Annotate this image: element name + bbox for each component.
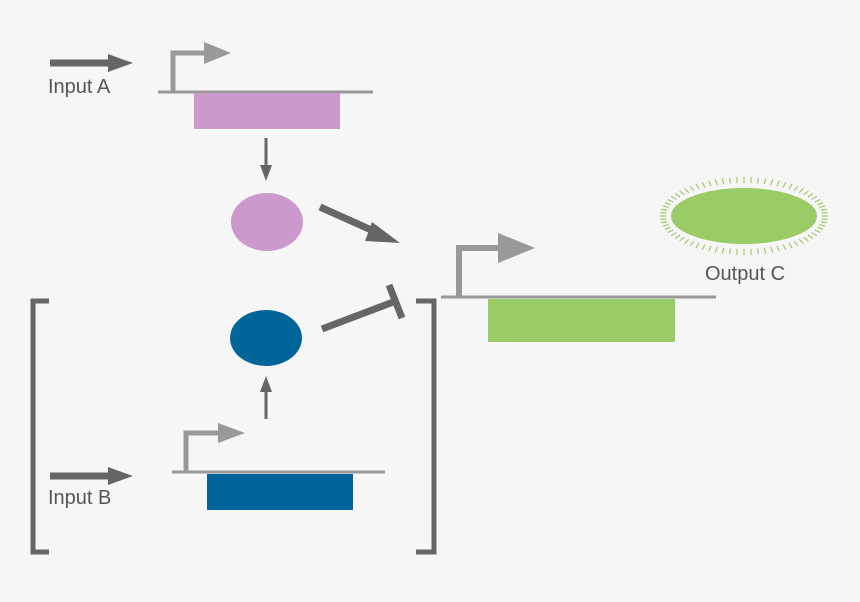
- glow-ray: [793, 185, 799, 192]
- glow-ray: [811, 195, 818, 201]
- glow-ray: [661, 208, 668, 211]
- glow-ray: [814, 229, 821, 234]
- glow-ray: [763, 247, 767, 254]
- glow-ray: [776, 180, 781, 187]
- protein-b: [230, 310, 302, 366]
- glow-ray: [728, 248, 732, 255]
- activation-arrow-icon: [318, 203, 400, 243]
- glow-ray: [667, 229, 674, 234]
- glow-ray: [820, 221, 827, 224]
- glow-ray: [750, 177, 752, 184]
- glow-ray: [736, 177, 738, 184]
- input-a-label: Input A: [48, 76, 111, 98]
- glow-ray: [689, 240, 695, 247]
- glow-ray: [684, 238, 690, 245]
- glow-ray: [689, 185, 695, 192]
- translation-arrow-b-icon: [260, 376, 272, 419]
- glow-ray: [817, 202, 824, 206]
- glow-ray: [821, 212, 828, 214]
- gene-b-promoter-arrow-icon: [183, 423, 245, 472]
- output-c-ellipse: [671, 188, 817, 244]
- glow-ray: [763, 178, 767, 185]
- glow-ray: [701, 181, 706, 188]
- glow-ray: [670, 231, 677, 237]
- glow-ray: [782, 244, 787, 251]
- gene-b: [172, 423, 385, 510]
- glow-ray: [793, 240, 799, 247]
- glow-ray: [770, 246, 774, 253]
- glow-ray: [770, 179, 774, 186]
- glow-ray: [721, 247, 725, 254]
- glow-ray: [664, 226, 671, 230]
- gene-a-promoter-arrow-icon: [170, 42, 231, 92]
- glow-ray: [782, 181, 787, 188]
- glow-ray: [814, 198, 821, 203]
- glow-ray: [807, 234, 814, 239]
- glow-ray: [664, 202, 671, 206]
- glow-ray: [788, 183, 793, 190]
- glow-ray: [662, 223, 669, 227]
- glow-ray: [695, 183, 700, 190]
- glow-ray: [679, 236, 685, 242]
- glow-ray: [750, 248, 752, 255]
- glow-ray: [803, 236, 809, 242]
- glow-ray: [707, 245, 712, 252]
- input-b-group: Input B: [48, 467, 133, 509]
- glow-ray: [820, 208, 827, 211]
- translation-arrow-a-icon: [260, 138, 272, 181]
- gene-c-coding-block: [488, 299, 675, 342]
- gene-c: [441, 233, 716, 342]
- glow-ray: [674, 234, 681, 239]
- glow-ray: [819, 223, 826, 227]
- output-protein: Output C: [660, 177, 828, 285]
- glow-ray: [803, 190, 809, 196]
- glow-ray: [684, 187, 690, 194]
- glow-ray: [721, 178, 725, 185]
- glow-ray: [660, 218, 667, 220]
- glow-ray: [756, 177, 760, 184]
- gene-c-promoter-arrow-icon: [456, 233, 535, 297]
- glow-ray: [701, 244, 706, 251]
- glow-ray: [714, 179, 718, 186]
- glow-ray: [817, 226, 824, 230]
- glow-ray: [788, 242, 793, 249]
- glow-ray: [776, 245, 781, 252]
- input-b-arrow-icon: [50, 467, 133, 485]
- glow-ray: [662, 205, 669, 209]
- output-c-label: Output C: [705, 263, 785, 285]
- glow-ray: [679, 190, 685, 196]
- glow-ray: [798, 187, 804, 194]
- input-b-label: Input B: [48, 487, 111, 509]
- glow-ray: [714, 246, 718, 253]
- right-bracket: [416, 298, 437, 555]
- protein-a: [231, 193, 303, 251]
- repression-tbar-icon: [320, 283, 406, 333]
- glow-ray: [695, 242, 700, 249]
- glow-ray: [798, 238, 804, 245]
- gene-b-coding-block: [207, 474, 353, 510]
- glow-ray: [661, 221, 668, 224]
- input-a-group: Input A: [48, 54, 133, 98]
- glow-ray: [728, 177, 732, 184]
- glow-ray: [819, 205, 826, 209]
- glow-ray: [660, 212, 667, 214]
- glow-ray: [667, 198, 674, 203]
- glow-ray: [707, 180, 712, 187]
- left-bracket: [30, 298, 49, 555]
- glow-ray: [807, 193, 814, 198]
- gene-a-coding-block: [194, 93, 340, 129]
- output-glow-rays: [660, 177, 828, 255]
- glow-ray: [736, 248, 738, 255]
- glow-ray: [670, 195, 677, 201]
- gene-a: [158, 42, 373, 129]
- glow-ray: [811, 231, 818, 237]
- glow-ray: [674, 193, 681, 198]
- input-a-arrow-icon: [50, 54, 133, 72]
- glow-ray: [821, 218, 828, 220]
- glow-ray: [756, 248, 760, 255]
